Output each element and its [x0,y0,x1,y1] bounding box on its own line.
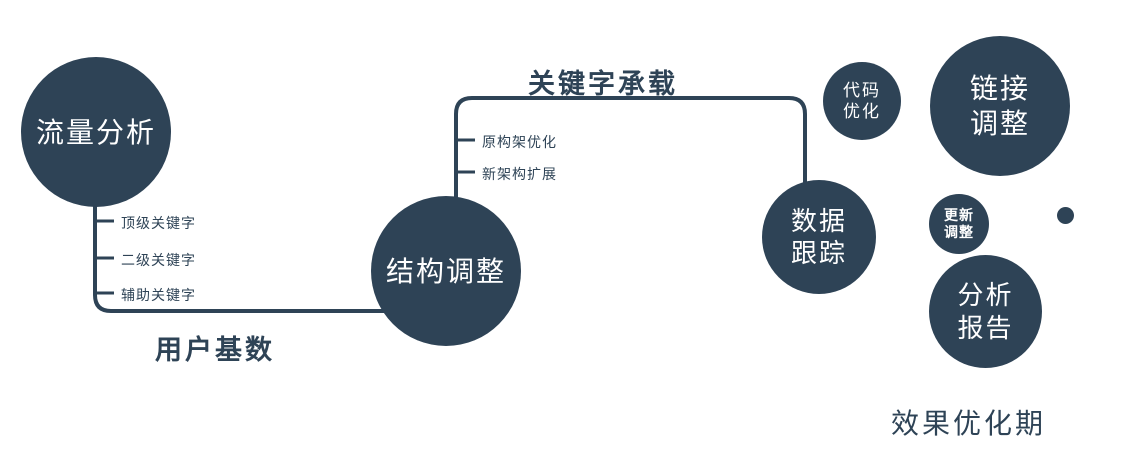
node-data-tracking: 数据 跟踪 [762,180,876,294]
edge-label-user-base: 用户基数 [155,335,275,365]
node-code-optimization-line1: 代码 [843,80,881,100]
connector-traffic-to-structure [93,200,388,313]
branch-label-architecture-ext: 新架构扩展 [482,166,557,182]
node-traffic-analysis-label: 流量分析 [35,116,156,148]
node-data-tracking-line1: 数据 [790,205,847,236]
node-update-adjustment-line1: 更新 [944,206,974,223]
edge-label-keyword-bearing: 关键字承载 [528,69,678,99]
connector-structure-to-tracking [454,96,807,200]
node-analysis-report-line1: 分析 [957,280,1014,310]
node-code-optimization: 代码 优化 [823,62,901,140]
node-traffic-analysis: 流量分析 [21,57,171,207]
branch-label-aux-keyword: 辅助关键字 [121,287,196,303]
node-code-optimization-line2: 优化 [843,102,881,121]
branch-label-second-keyword: 二级关键字 [121,252,196,268]
branch-label-top-keyword: 顶级关键字 [121,215,196,231]
node-update-adjustment: 更新 调整 [929,194,989,254]
branch-label-framework-opt: 原构架优化 [482,134,557,150]
node-data-tracking-line2: 跟踪 [790,238,847,268]
node-structure-adjust-label: 结构调整 [385,255,506,287]
node-update-adjustment-line2: 调整 [944,224,974,240]
node-link-adjustment: 链接 调整 [930,36,1070,176]
node-analysis-report: 分析 报告 [929,255,1042,368]
footer-phase-label: 效果优化期 [891,408,1047,439]
node-link-adjustment-line1: 链接 [969,73,1030,104]
decorative-dot [1057,207,1074,224]
node-link-adjustment-line2: 调整 [969,108,1030,139]
node-structure-adjust: 结构调整 [371,196,521,346]
node-analysis-report-line2: 报告 [957,312,1014,343]
